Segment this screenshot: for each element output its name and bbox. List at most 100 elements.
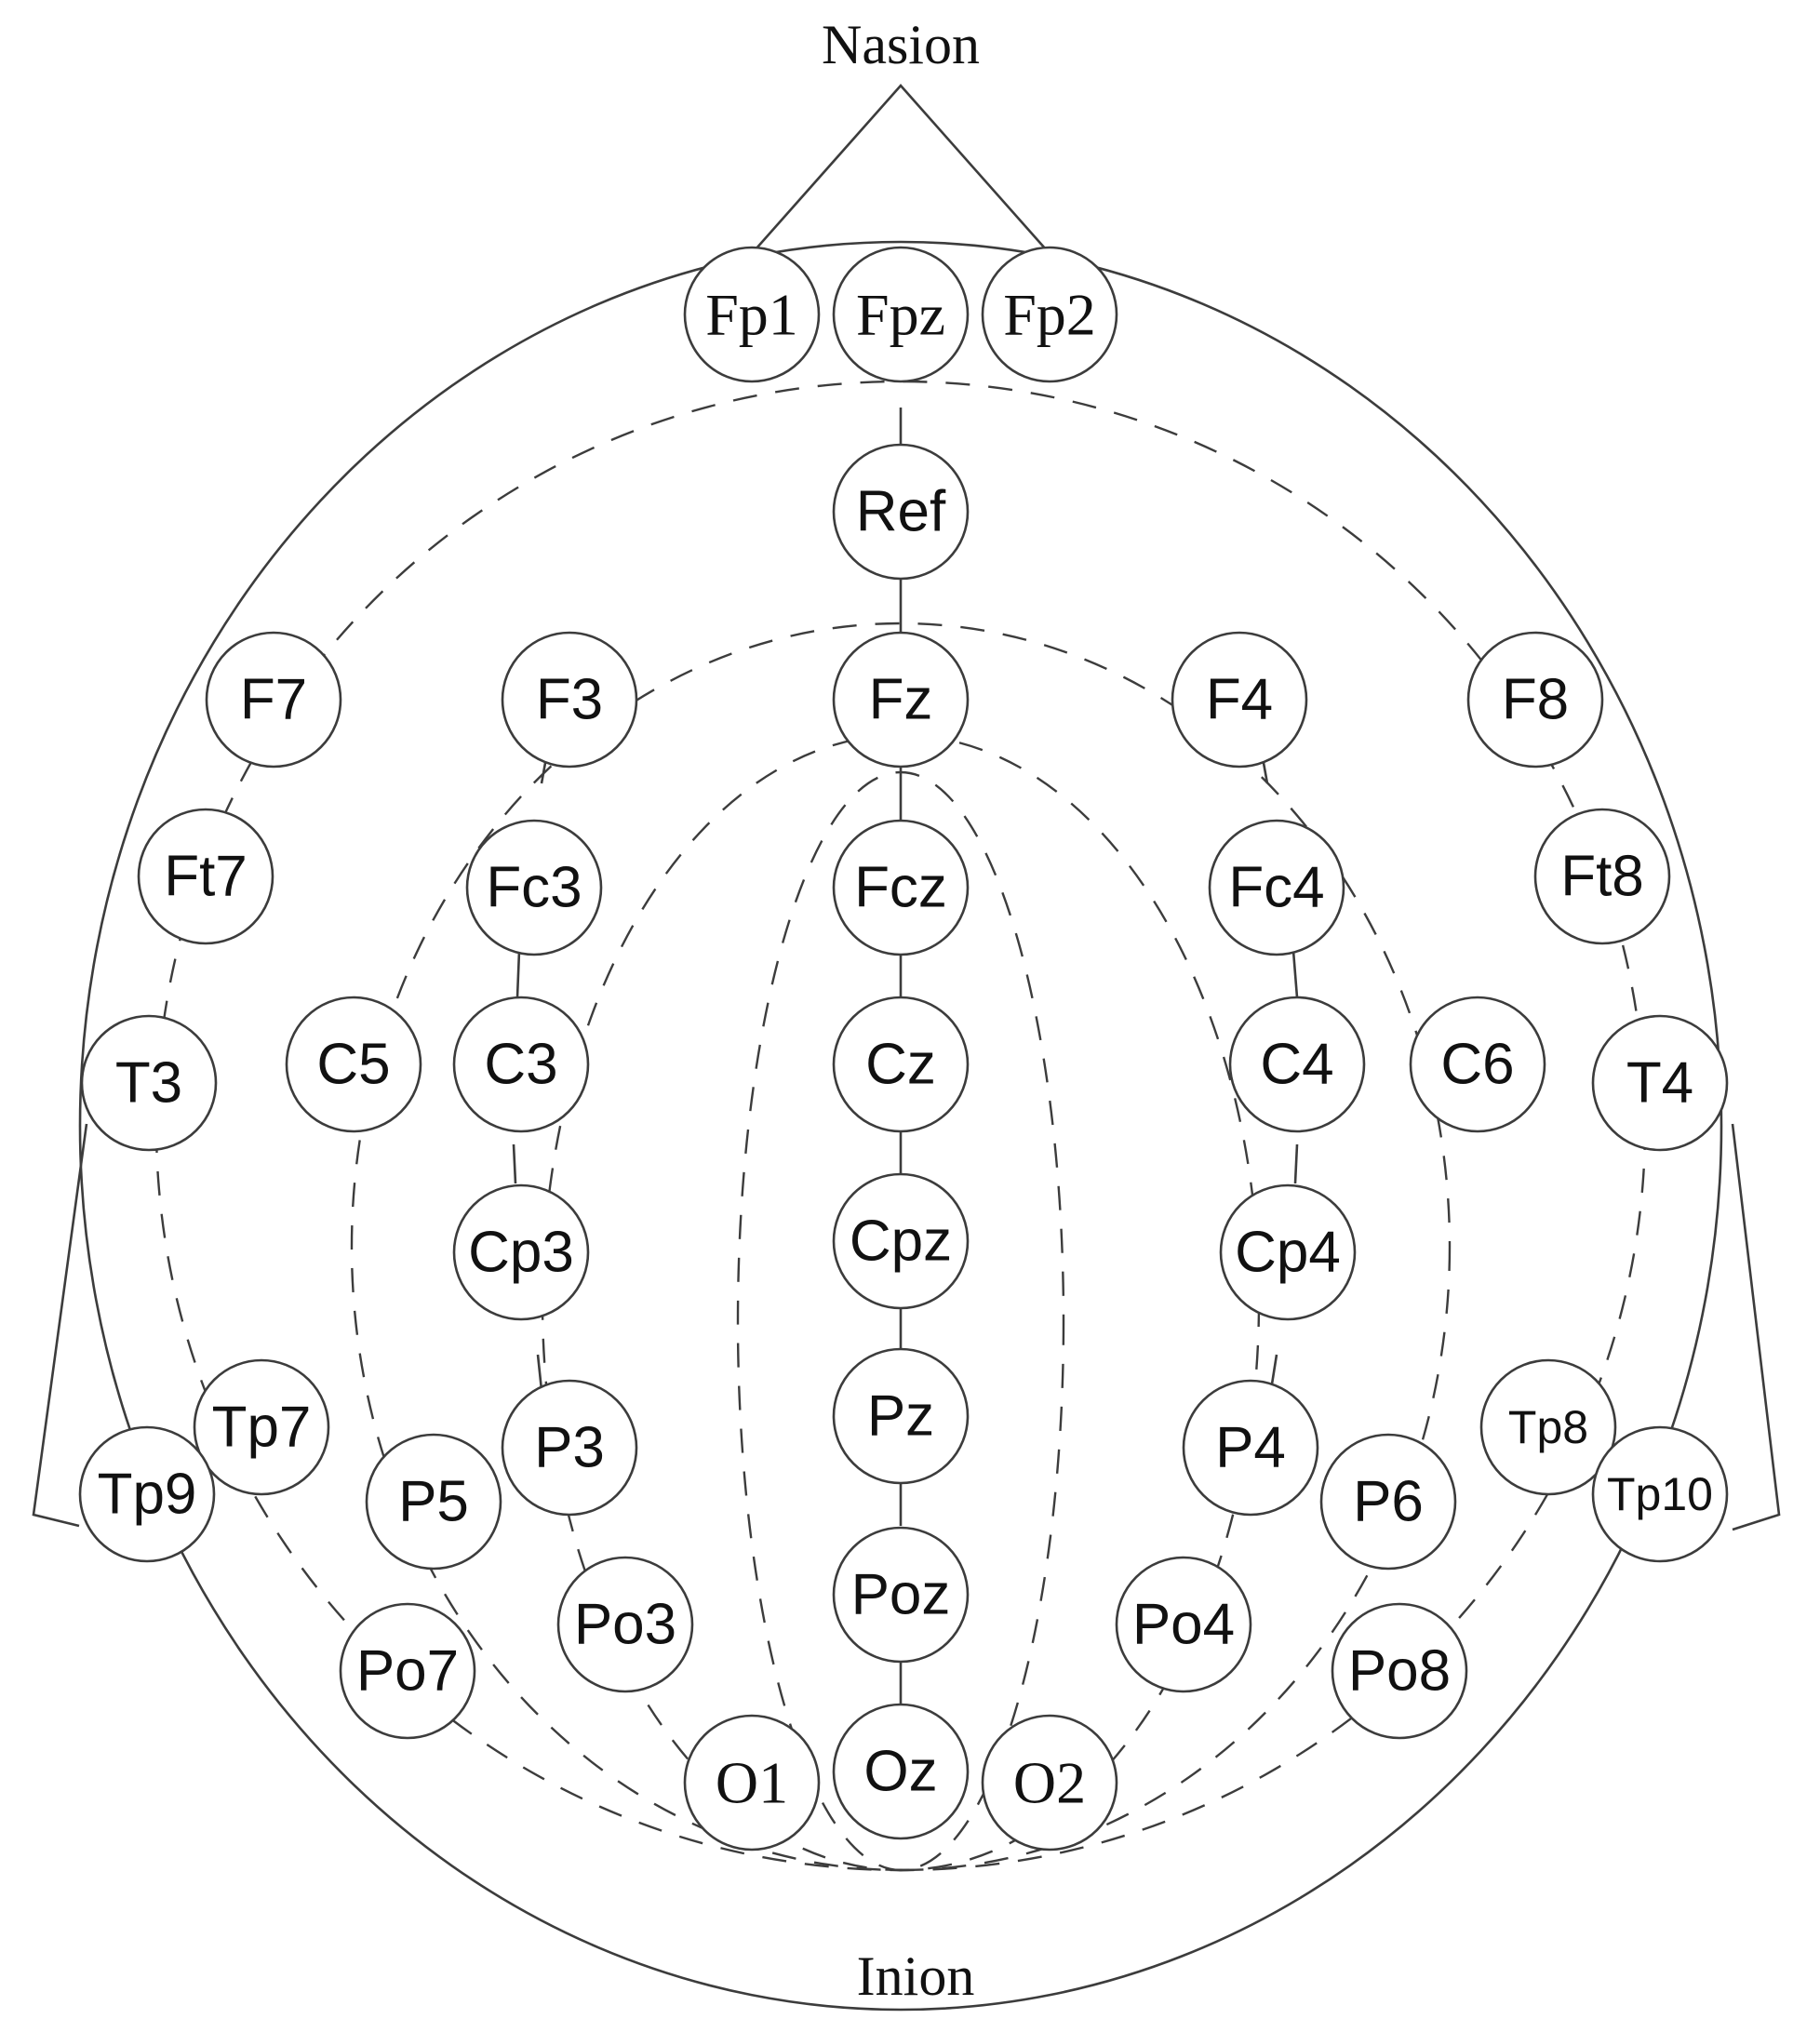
electrode-label: Fz <box>869 668 933 732</box>
electrode-circle <box>1115 1556 1252 1693</box>
electrode-label: Po3 <box>574 1593 676 1657</box>
electrode-oz: Oz <box>832 1703 970 1840</box>
electrode-label: C4 <box>1260 1033 1333 1097</box>
electrode-p3: P3 <box>501 1379 638 1517</box>
electrode-fc4: Fc4 <box>1208 819 1345 956</box>
electrode-circle <box>285 996 422 1133</box>
electrode-circle <box>683 1714 821 1852</box>
electrode-circle <box>556 1556 694 1693</box>
electrode-label: Po7 <box>356 1639 459 1704</box>
electrode-label: Oz <box>863 1740 937 1804</box>
electrode-t4: T4 <box>1591 1014 1729 1152</box>
electrode-ref: Ref <box>832 443 970 581</box>
right-ear-outline <box>1731 1123 1781 1531</box>
electrode-label: F3 <box>536 668 603 732</box>
electrode-label: Po4 <box>1132 1593 1235 1657</box>
left-ear-outline <box>32 1123 88 1528</box>
electrode-label: Fp2 <box>1003 282 1096 348</box>
nasion-label: Nasion <box>822 14 980 75</box>
electrode-circle <box>365 1433 502 1571</box>
electrode-fp1: Fp1 <box>683 246 821 383</box>
electrode-label: Cp3 <box>468 1221 574 1285</box>
electrode-label: Tp9 <box>98 1463 197 1527</box>
electrode-circle <box>1228 996 1366 1133</box>
electrode-tp8: Tp8 <box>1479 1358 1617 1496</box>
electrode-c6: C6 <box>1409 996 1546 1133</box>
electrode-circle <box>339 1602 476 1740</box>
electrode-ft8: Ft8 <box>1533 808 1671 945</box>
electrode-label: Tp7 <box>212 1396 312 1460</box>
electrode-circle <box>683 246 821 383</box>
electrode-po8: Po8 <box>1331 1602 1468 1740</box>
electrode-fp2: Fp2 <box>981 246 1118 383</box>
electrode-fpz: Fpz <box>832 246 970 383</box>
electrode-label: Tp10 <box>1607 1468 1713 1520</box>
electrode-label: Pz <box>867 1384 934 1449</box>
electrode-circle <box>832 443 970 581</box>
electrode-label: Fp1 <box>705 282 798 348</box>
electrode-circle <box>1171 631 1308 769</box>
electrode-ft7: Ft7 <box>137 808 274 945</box>
electrode-label: Cz <box>865 1033 936 1097</box>
electrode-label: P4 <box>1215 1416 1286 1480</box>
electrode-fcz: Fcz <box>832 819 970 956</box>
electrode-f8: F8 <box>1466 631 1604 769</box>
nose-outline <box>755 84 1047 250</box>
electrode-circle <box>78 1425 216 1563</box>
electrode-label: Ft8 <box>1560 845 1644 909</box>
electrode-circle <box>452 1183 590 1321</box>
electrode-circle <box>205 631 342 769</box>
electrode-label: T4 <box>1626 1051 1693 1116</box>
electrode-label: Cp4 <box>1235 1221 1341 1285</box>
electrode-tp10: Tp10 <box>1591 1425 1729 1563</box>
electrode-cpz: Cpz <box>832 1172 970 1310</box>
head-outline <box>78 240 1723 2012</box>
electrode-tp7: Tp7 <box>193 1358 330 1496</box>
electrode-po7: Po7 <box>339 1602 476 1740</box>
electrode-circle <box>832 1172 970 1310</box>
electrode-circle <box>832 1526 970 1664</box>
electrode-circle <box>501 1379 638 1517</box>
electrode-label: Ref <box>856 480 946 544</box>
electrode-label: Tp8 <box>1508 1401 1588 1453</box>
electrode-label: Fc4 <box>1228 856 1324 920</box>
electrode-o2: O2 <box>981 1714 1118 1852</box>
electrode-circle <box>832 1347 970 1485</box>
electrode-circle <box>501 631 638 769</box>
electrode-circle <box>465 819 603 956</box>
electrode-label: P6 <box>1353 1470 1424 1534</box>
electrode-label: F8 <box>1502 668 1569 732</box>
electrode-f4: F4 <box>1171 631 1308 769</box>
electrode-c3: C3 <box>452 996 590 1133</box>
electrode-circle <box>981 246 1118 383</box>
electrode-t3: T3 <box>80 1014 218 1152</box>
electrode-circle <box>1479 1358 1617 1496</box>
electrode-circle <box>193 1358 330 1496</box>
electrode-o1: O1 <box>683 1714 821 1852</box>
electrode-label: Poz <box>851 1563 951 1627</box>
electrode-circle <box>1466 631 1604 769</box>
electrode-label: C3 <box>484 1033 557 1097</box>
electrode-fc3: Fc3 <box>465 819 603 956</box>
electrode-label: Fc3 <box>486 856 582 920</box>
electrode-label: C5 <box>316 1033 390 1097</box>
electrode-po3: Po3 <box>556 1556 694 1693</box>
electrode-circle <box>832 1703 970 1840</box>
electrode-label: Cpz <box>850 1210 952 1274</box>
electrode-label: P3 <box>534 1416 605 1480</box>
electrode-circle <box>1182 1379 1319 1517</box>
electrode-label: C6 <box>1440 1033 1514 1097</box>
electrode-tp9: Tp9 <box>78 1425 216 1563</box>
electrode-circle <box>1331 1602 1468 1740</box>
electrode-circle <box>1219 1183 1357 1321</box>
electrode-fz: Fz <box>832 631 970 769</box>
electrode-circle <box>1319 1433 1457 1571</box>
electrode-f7: F7 <box>205 631 342 769</box>
electrode-cp4: Cp4 <box>1219 1183 1357 1321</box>
electrode-label: Fpz <box>856 282 945 348</box>
electrode-pz: Pz <box>832 1347 970 1485</box>
electrode-circle <box>137 808 274 945</box>
electrode-poz: Poz <box>832 1526 970 1664</box>
electrode-circle <box>981 1714 1118 1852</box>
electrode-label: F4 <box>1206 668 1273 732</box>
